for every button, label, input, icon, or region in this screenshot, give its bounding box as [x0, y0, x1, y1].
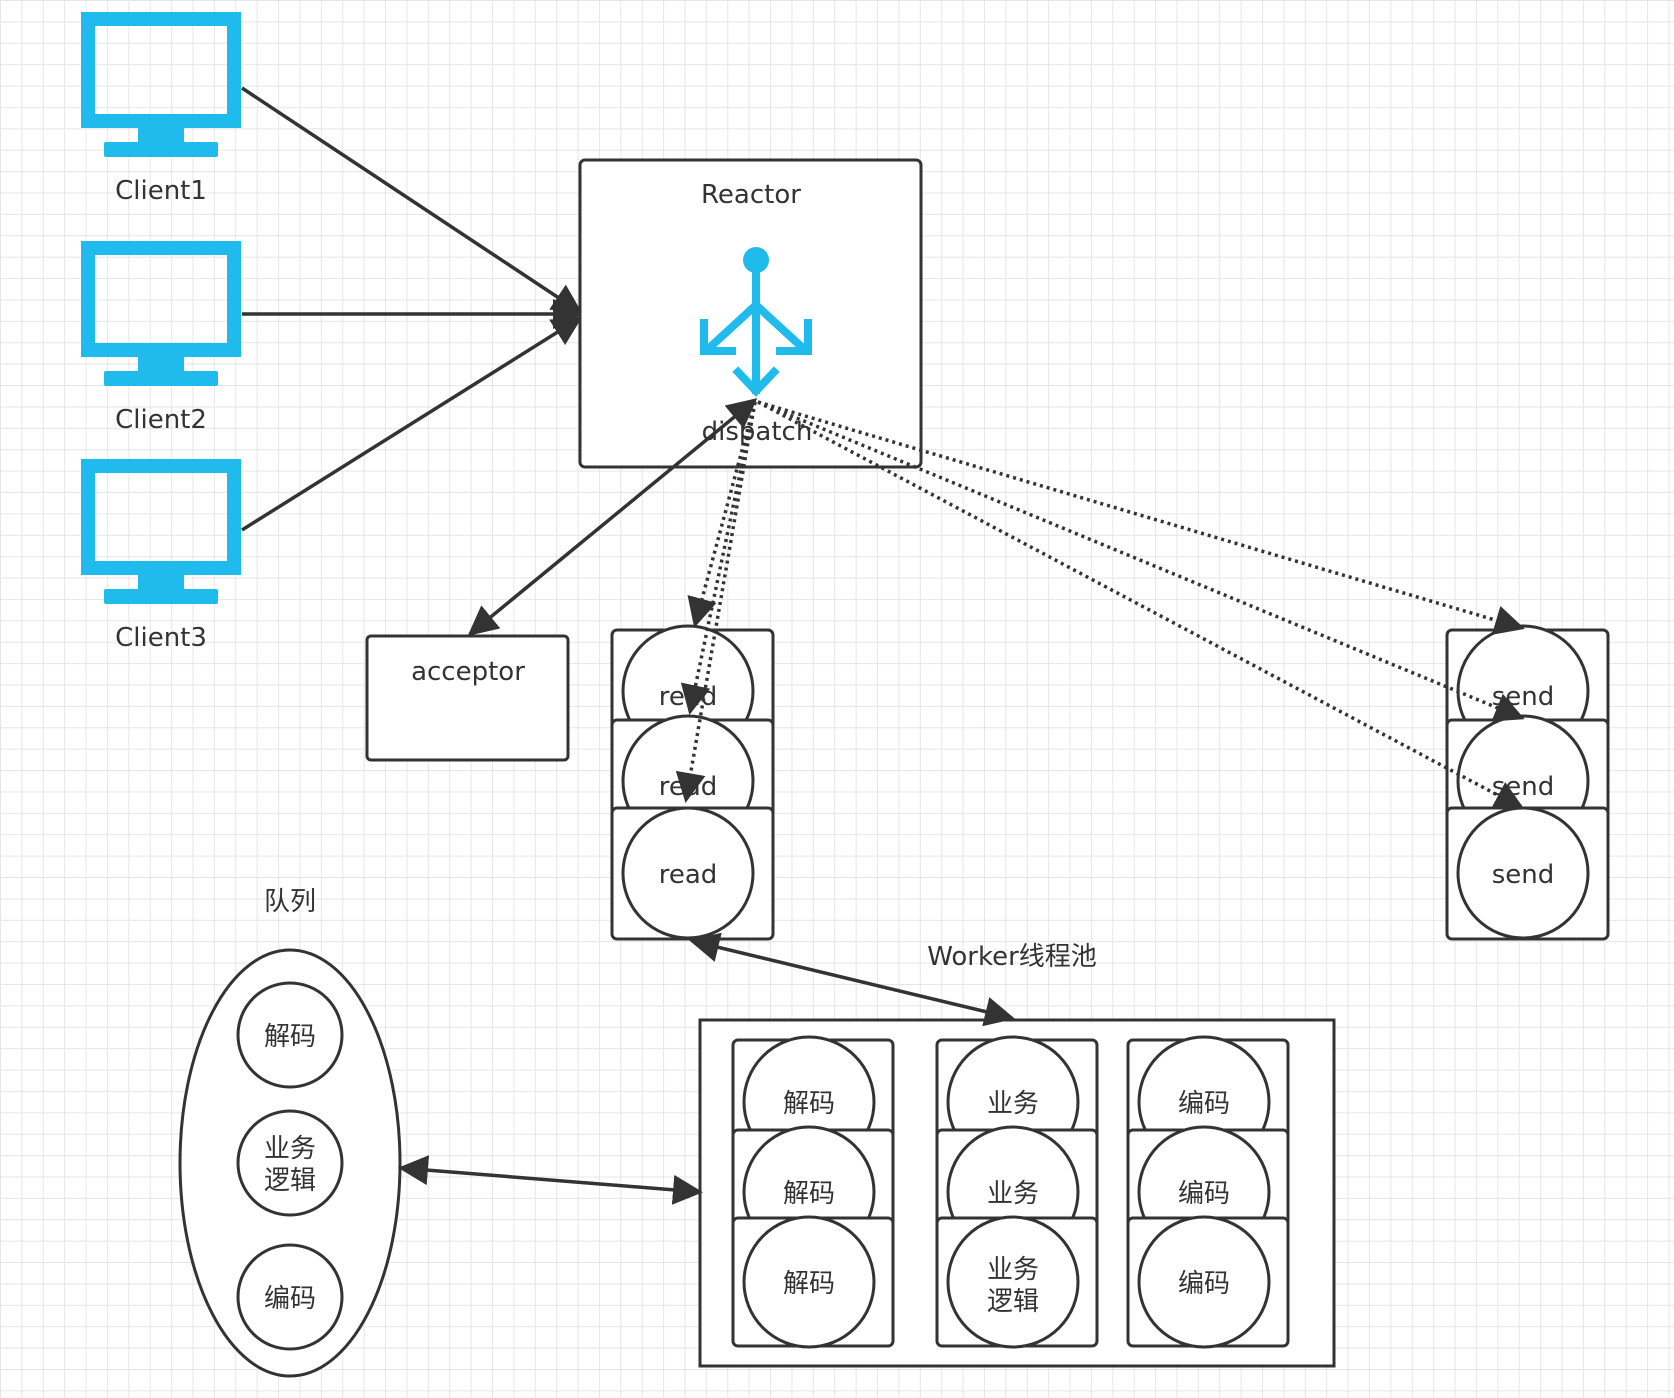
- worker-item: 业务 逻辑: [935, 1215, 1099, 1349]
- dispatch-read-arrows: [675, 401, 757, 803]
- read-label: read: [659, 682, 718, 712]
- worker-item-label: 解码: [783, 1089, 835, 1119]
- client-label: Client2: [115, 405, 207, 435]
- client-label: Client3: [115, 623, 207, 653]
- queue-group: 队列 解码 业务 逻辑 编码: [178, 887, 402, 1378]
- client-1: Client1: [81, 12, 241, 206]
- queue-item-label: 解码: [264, 1022, 316, 1052]
- queue-item-label-line1: 业务: [264, 1134, 316, 1164]
- worker-column-decode: 解码 解码 解码: [731, 1035, 895, 1349]
- dispatch-send-arrows: [757, 400, 1525, 810]
- queue-item-label: 编码: [264, 1284, 316, 1314]
- monitor-icon: [81, 459, 241, 604]
- acceptor-label: acceptor: [411, 657, 525, 687]
- worker-column-business: 业务 业务 业务 逻辑: [935, 1035, 1099, 1349]
- reactor-title: Reactor: [701, 180, 801, 210]
- worker-item-label: 解码: [783, 1269, 835, 1299]
- dispatch-fork-icon: [700, 247, 812, 397]
- queue-item-label-line2: 逻辑: [264, 1166, 316, 1196]
- send-item: send: [1445, 806, 1610, 941]
- read-worker-arrow: [689, 932, 1015, 1027]
- client1-arrow: [241, 86, 583, 314]
- worker-item-label-line1: 业务: [987, 1255, 1039, 1285]
- worker-item: 编码: [1126, 1215, 1290, 1349]
- worker-item-label: 编码: [1178, 1089, 1230, 1119]
- worker-pool-title: Worker线程池: [927, 942, 1097, 972]
- monitor-icon: [81, 12, 241, 157]
- worker-pool: Worker线程池 解码 解码 解码: [698, 942, 1336, 1368]
- worker-item: 解码: [731, 1035, 895, 1169]
- worker-item-label: 业务: [987, 1179, 1039, 1209]
- queue-worker-arrow: [398, 1155, 703, 1205]
- dispatch-acceptor-arrow: [467, 398, 758, 636]
- client3-arrow: [241, 316, 583, 532]
- worker-item-label: 业务: [987, 1089, 1039, 1119]
- worker-item-label: 编码: [1178, 1269, 1230, 1299]
- queue-item: 编码: [236, 1243, 344, 1351]
- acceptor-box: acceptor: [365, 634, 570, 762]
- queue-item: 解码: [236, 981, 344, 1089]
- reactor-box: Reactor dispatch: [578, 158, 923, 469]
- worker-item: 解码: [731, 1215, 895, 1349]
- client-3: Client3: [81, 459, 241, 653]
- monitor-icon: [81, 241, 241, 386]
- worker-item-label: 编码: [1178, 1179, 1230, 1209]
- queue-title: 队列: [264, 887, 316, 917]
- worker-column-encode: 编码 编码 编码: [1126, 1035, 1290, 1349]
- send-label: send: [1492, 860, 1555, 890]
- read-item: read: [610, 806, 775, 941]
- worker-item-label-line2: 逻辑: [987, 1287, 1039, 1317]
- client-2: Client2: [81, 241, 241, 435]
- client-connections: [241, 86, 583, 532]
- send-stack: send send send: [1445, 624, 1610, 941]
- send-label: send: [1492, 682, 1555, 712]
- read-label: read: [659, 860, 718, 890]
- client-label: Client1: [115, 176, 207, 206]
- read-stack: read read read: [610, 624, 775, 941]
- worker-item-label: 解码: [783, 1179, 835, 1209]
- queue-item: 业务 逻辑: [236, 1109, 344, 1217]
